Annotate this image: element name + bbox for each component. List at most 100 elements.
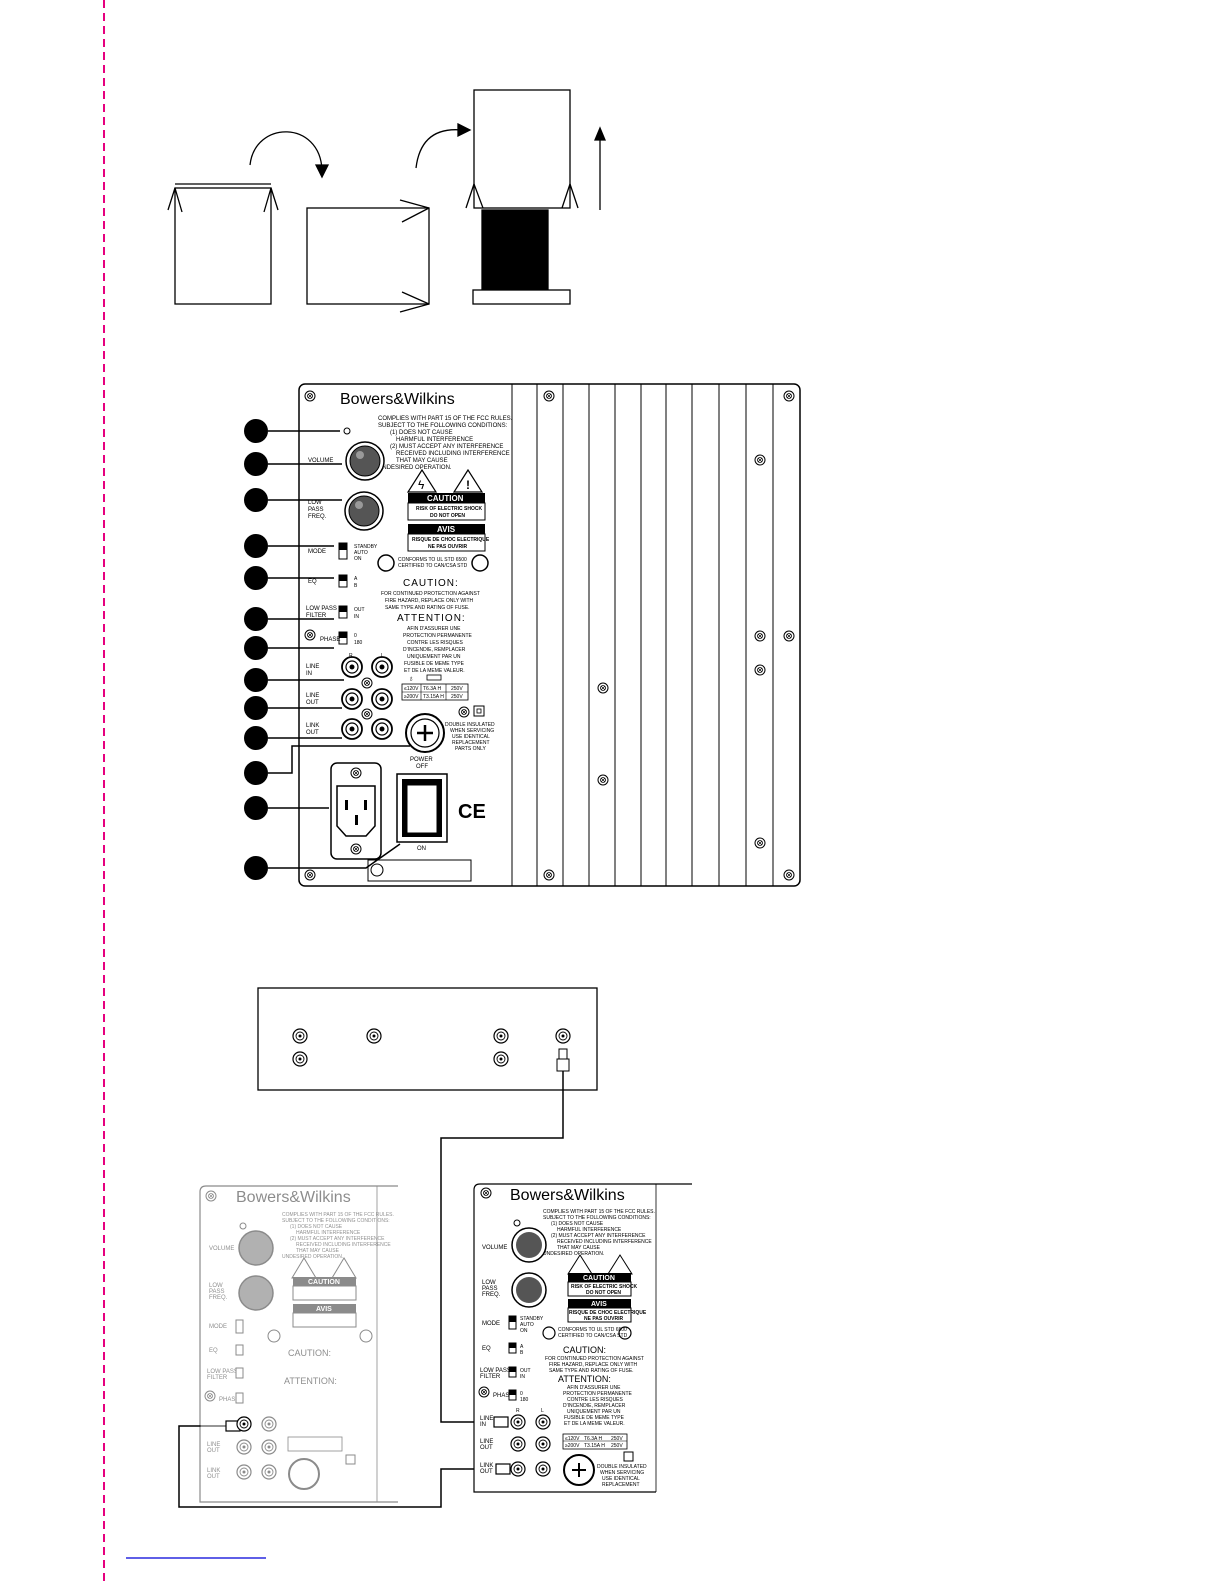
avis-line: NE PAS OUVRIR [584,1316,623,1322]
eq-label: EQ [308,579,317,585]
fcc-line: HARMFUL INTERFERENCE [557,1227,622,1233]
callout-marker [244,856,268,880]
callout-marker [244,726,268,750]
line-in-label: IN [306,671,312,677]
caution-line: RISK OF ELECTRIC SHOCK [571,1284,638,1290]
fuse-cell: ≤120V [565,1436,580,1442]
callout-markers [244,419,268,880]
fcc-line: UNDESIRED OPERATION. [282,1254,343,1260]
fcc-line: THAT MAY CAUSE [396,458,448,464]
low-pass-freq-label: FREQ. [308,514,327,520]
fuse-holder[interactable] [405,713,445,753]
avis-title: AVIS [437,525,456,534]
fcc-line: (2) MUST ACCEPT ANY INTERFERENCE [551,1233,646,1239]
fcc-line: UNDESIRED OPERATION. [543,1251,604,1257]
double-insulated-icon [473,705,485,717]
avis-title: AVIS [591,1301,607,1308]
low-pass-filter-label: FILTER [306,613,327,619]
low-pass-freq-label: FREQ. [209,1295,228,1301]
attention-line: D'INCENDIE, REMPLACER [563,1403,626,1409]
low-pass-filter-switch[interactable] [338,605,348,619]
low-pass-freq-label: LOW [209,1283,223,1289]
link-out-label: LINK [207,1468,220,1474]
fcc-line: HARMFUL INTERFERENCE [296,1230,361,1236]
volume-knob[interactable] [345,441,385,481]
line-out-label: OUT [207,1448,220,1454]
eq-switch[interactable] [338,574,348,588]
callout-marker [244,668,268,692]
line-out-label: LINE [207,1442,220,1448]
fcc-line: RECEIVED INCLUDING INTERFERENCE [557,1239,652,1245]
callout-marker [244,452,268,476]
filter-option: OUT [354,607,365,613]
eq-option: A [520,1344,524,1350]
fcc-line: SUBJECT TO THE FOLLOWING CONDITIONS: [282,1218,390,1224]
lift-arrow-head [594,126,606,141]
link-out-label: OUT [306,730,319,736]
caution-title: CAUTION [427,494,464,503]
channel-l-label: L [541,1408,544,1414]
fuse-icon: ♁ [408,674,414,683]
line-out-label: LINE [480,1439,493,1445]
avis-title: AVIS [316,1306,332,1313]
line-in-label: LINE [306,664,319,670]
ce-mark: CE [458,801,486,823]
phase-option: 180 [520,1397,529,1403]
channel-r-label: R [516,1408,520,1414]
eq-option: B [354,583,358,589]
mode-label: MODE [209,1324,227,1330]
double-insulated-line: USE IDENTICAL [452,734,490,740]
filter-option: OUT [520,1368,531,1374]
fuse-symbol-icon [426,674,442,681]
caution-text-line: SAME TYPE AND RATING OF FUSE. [549,1368,634,1374]
subwoofer-panel-left: Bowers&Wilkins COMPLIES WITH PART 15 OF … [199,1185,398,1503]
low-pass-freq-label: PASS [308,507,324,513]
eq-option: B [520,1350,524,1356]
rotate-arrow-1-head [314,164,330,179]
low-pass-freq-knob[interactable] [344,491,384,531]
caution-text-line: FIRE HAZARD, REPLACE ONLY WITH [549,1362,638,1368]
low-pass-freq-label: LOW [482,1280,496,1286]
fuse-cell: ≤120V [404,686,419,692]
mode-switch[interactable] [338,542,348,560]
fcc-line: COMPLIES WITH PART 15 OF THE FCC RULES. [378,416,513,422]
fcc-line: HARMFUL INTERFERENCE [396,437,473,443]
link-out-label: OUT [480,1469,493,1475]
eq-label: EQ [209,1348,218,1354]
low-pass-filter-label: FILTER [480,1374,501,1380]
fcc-line: SUBJECT TO THE FOLLOWING CONDITIONS: [543,1215,651,1221]
phase-label: PHASE [493,1393,513,1399]
phase-switch[interactable] [338,631,348,645]
attention-line: UNIQUEMENT PAR UN [567,1409,621,1415]
callout-marker [244,761,268,785]
link-out-label: LINK [480,1463,493,1469]
low-pass-filter-label: LOW PASS [480,1368,511,1374]
fcc-line: COMPLIES WITH PART 15 OF THE FCC RULES. [282,1212,394,1218]
phase-label: PHASE [219,1397,239,1403]
fcc-line: RECEIVED INCLUDING INTERFERENCE [396,451,510,457]
line-in-label: LINE [480,1416,493,1422]
attention-heading: ATTENTION: [558,1374,611,1384]
caution-line: DO NOT OPEN [430,513,465,519]
caution-heading: CAUTION: [563,1345,606,1355]
power-on-label: ON [417,846,426,852]
fcc-line: UNDESIRED OPERATION. [378,465,452,471]
iec-power-inlet[interactable] [330,762,382,860]
fuse-cell: 250V [611,1436,623,1442]
fuse-cell: 250V [451,686,463,692]
ground-screw-icon [370,863,384,877]
attention-line: FUSIBLE DE MEME TYPE [404,661,465,667]
exclamation-icon: ! [466,478,470,492]
callouts [268,430,410,869]
power-switch[interactable] [396,773,448,843]
unpacking-illustration [167,89,606,313]
filter-option: IN [354,614,359,620]
channel-l-label: L [381,653,384,659]
attention-line: CONTRE LES RISQUES [407,640,464,646]
mode-option: STANDBY [354,544,378,550]
attention-line: AFIN D'ASSURER UNE [407,626,461,632]
rotate-arrow-2-head [457,122,472,138]
connection-cables [178,1071,564,1508]
